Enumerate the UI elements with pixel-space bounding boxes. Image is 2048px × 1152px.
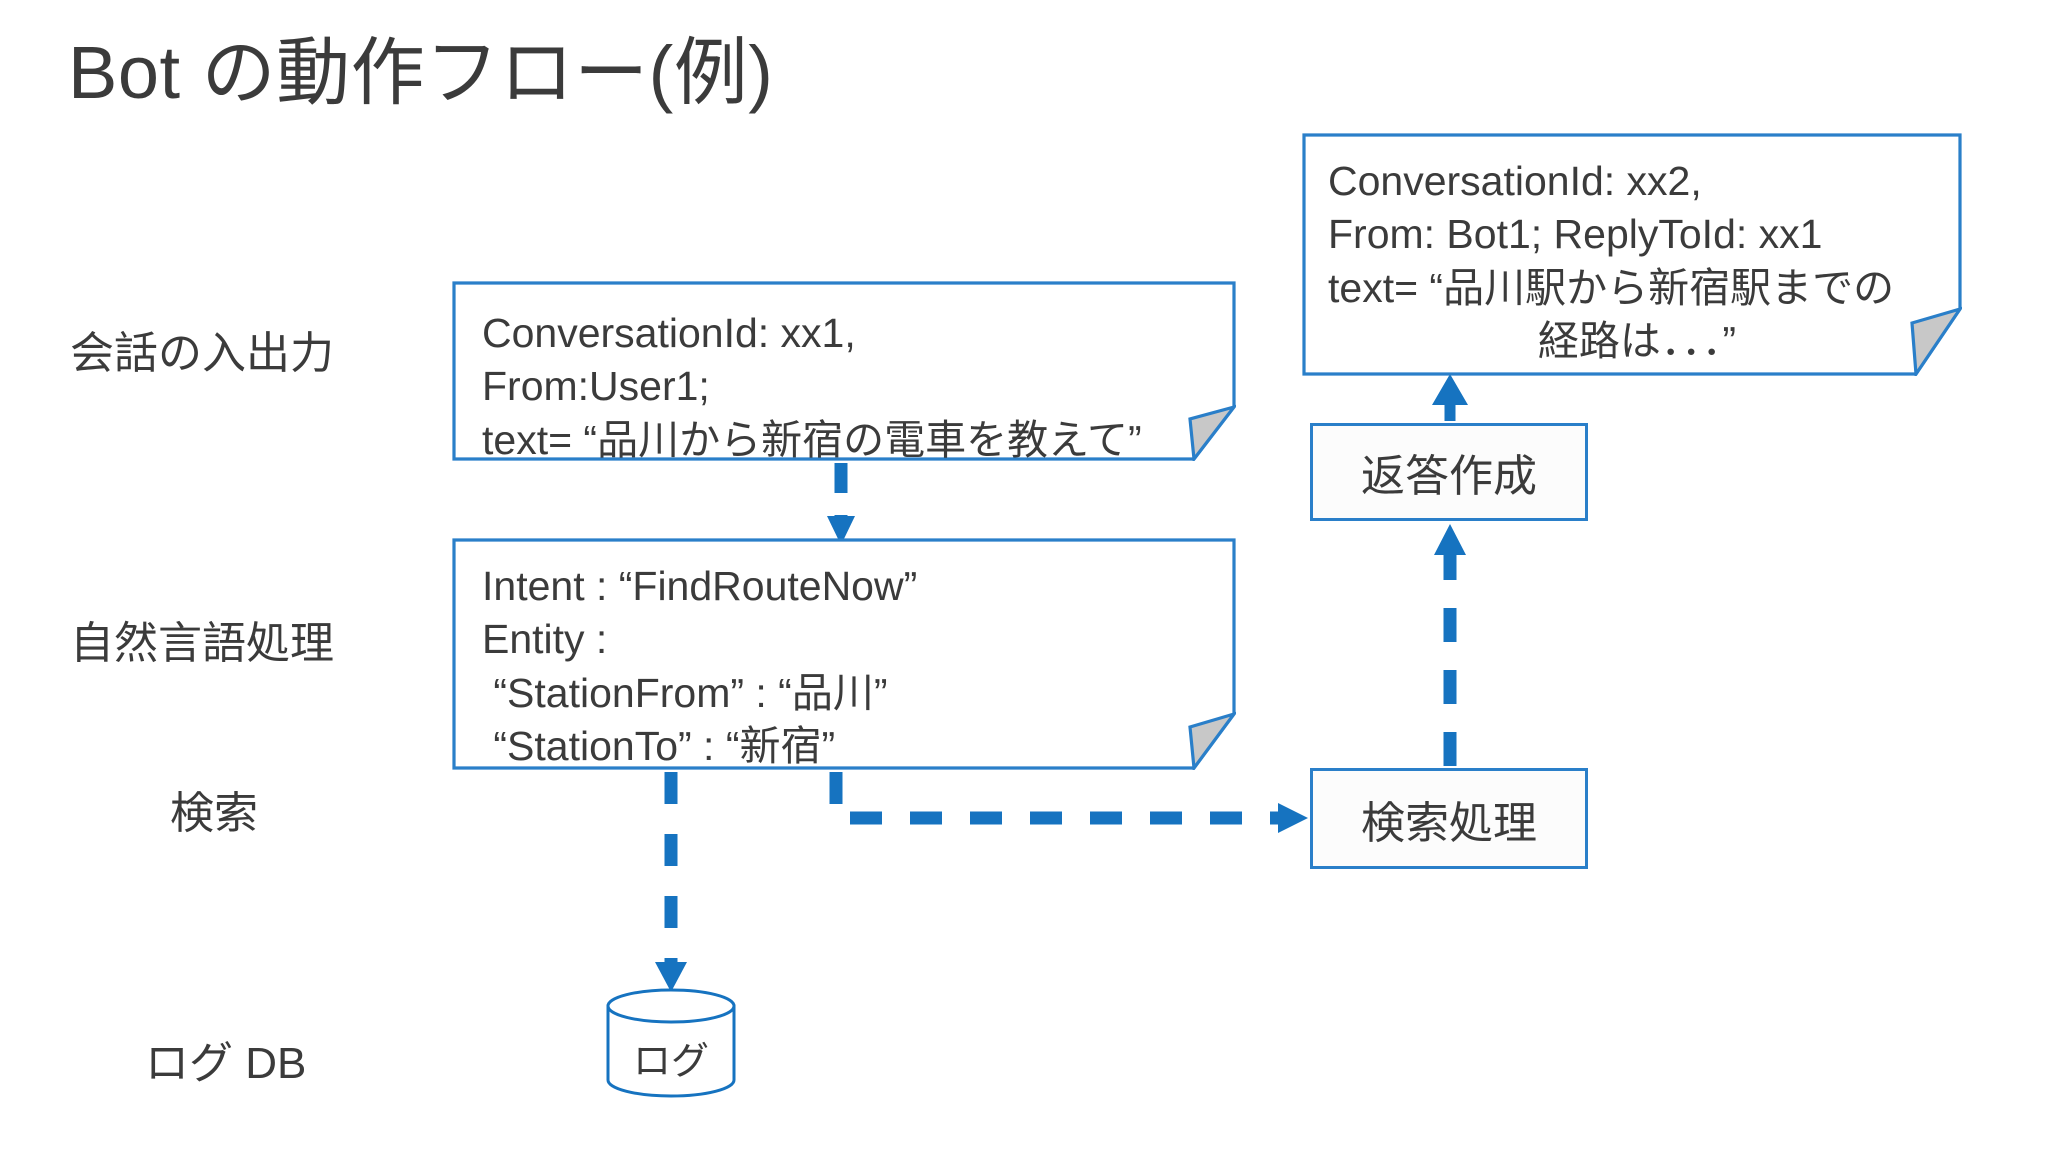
connector-user-note-to-nlu <box>827 463 855 545</box>
row-label-natural-language-processing: 自然言語処理 <box>70 619 334 668</box>
nlu-result-note: Intent : “FindRouteNow” Entity : “Statio… <box>452 538 1236 770</box>
note-shape <box>1302 133 1962 376</box>
reply-builder-box[interactable]: 返答作成 <box>1310 423 1588 521</box>
bot-reply-note: ConversationId: xx2, From: Bot1; ReplyTo… <box>1302 133 1962 376</box>
connector-nlu-to-search-handler <box>829 772 1308 833</box>
connector-reply-builder-to-bot-note <box>1432 374 1468 421</box>
user-message-note-text: ConversationId: xx1, From:User1; text= “… <box>482 310 1142 463</box>
note-shape <box>452 538 1236 770</box>
nlu-result-note-text: Intent : “FindRouteNow” Entity : “Statio… <box>482 563 918 769</box>
user-message-note: ConversationId: xx1, From:User1; text= “… <box>452 281 1236 463</box>
row-label-search: 検索 <box>170 789 258 838</box>
page-title: Bot の動作フロー(例) <box>68 31 774 114</box>
log-database-label: ログ <box>632 1041 709 1083</box>
row-label-log-db: ログ DB <box>145 1039 307 1088</box>
search-handler-box[interactable]: 検索処理 <box>1310 768 1588 869</box>
row-label-conversation-io: 会話の入出力 <box>70 329 334 378</box>
cylinder-shape <box>606 988 736 1098</box>
note-shape <box>452 281 1236 461</box>
connector-nlu-to-log-db <box>655 772 687 992</box>
connector-search-handler-to-reply-builder <box>1434 524 1466 766</box>
bot-reply-note-text: ConversationId: xx2, From: Bot1; ReplyTo… <box>1328 158 1895 364</box>
log-database-cylinder[interactable]: ログ <box>606 988 736 1098</box>
